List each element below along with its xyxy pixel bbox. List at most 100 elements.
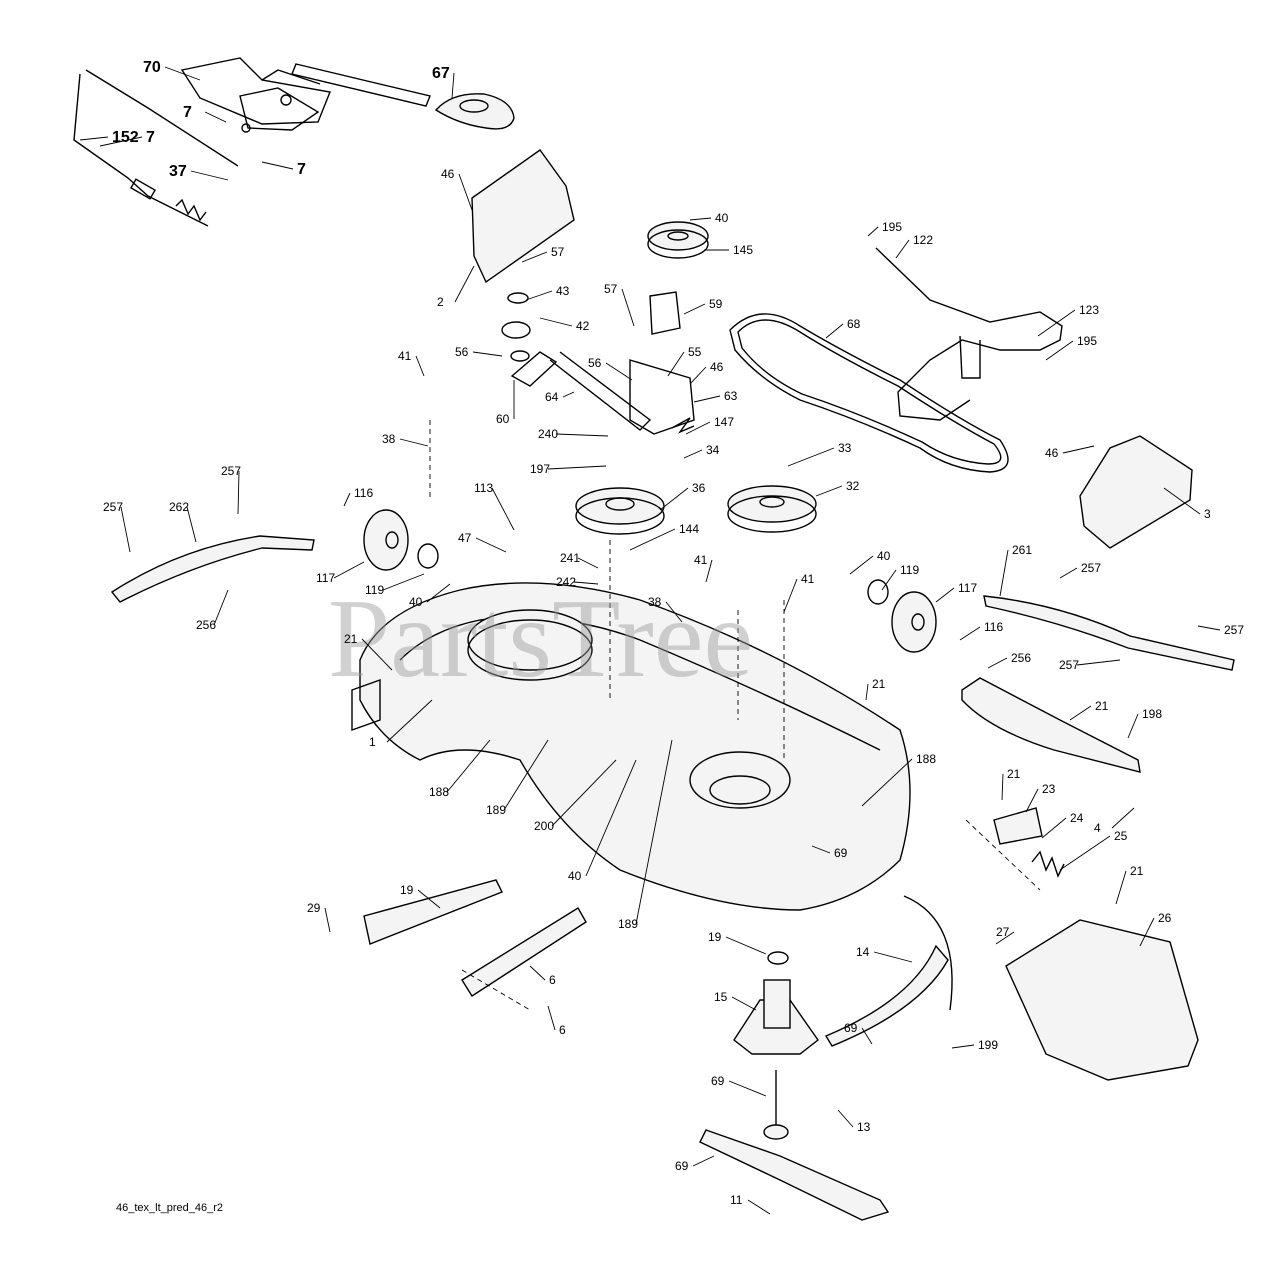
- callout-26: 26: [1158, 911, 1172, 925]
- leader-line-144: [629, 528, 676, 551]
- leader-line-42: [539, 317, 573, 327]
- callout-256: 256: [1011, 651, 1031, 665]
- leader-line-195: [867, 226, 879, 237]
- callout-46: 46: [441, 167, 455, 181]
- leader-line-43: [525, 290, 553, 301]
- callout-21: 21: [1007, 767, 1021, 781]
- callout-262: 262: [169, 500, 189, 514]
- callout-257: 257: [221, 464, 241, 478]
- leader-line-21: [1069, 705, 1092, 721]
- blade-shield: [824, 895, 953, 1047]
- callout-60: 60: [496, 412, 510, 426]
- idler-arm-parts: [501, 292, 695, 435]
- callout-21: 21: [344, 632, 358, 646]
- callout-197: 197: [530, 462, 550, 476]
- leader-line-7: [261, 161, 294, 170]
- callout-152: 152: [112, 129, 139, 146]
- belt-shield-left: [471, 149, 575, 284]
- callout-46: 46: [710, 360, 724, 374]
- callout-257: 257: [103, 500, 123, 514]
- callout-59: 59: [709, 297, 723, 311]
- callout-40: 40: [877, 549, 891, 563]
- callout-242: 242: [556, 575, 576, 589]
- callout-40: 40: [409, 595, 423, 609]
- callout-256: 256: [196, 618, 216, 632]
- leader-line-40: [849, 555, 874, 575]
- leader-line-40: [585, 759, 637, 877]
- leader-line-41: [783, 578, 798, 613]
- leader-line-69: [728, 1080, 767, 1097]
- callout-23: 23: [1042, 782, 1056, 796]
- callout-200: 200: [534, 819, 554, 833]
- callout-41: 41: [398, 349, 412, 363]
- leader-line-56: [605, 362, 633, 381]
- callout-41: 41: [801, 572, 815, 586]
- leader-line-257: [237, 470, 240, 515]
- callout-40: 40: [568, 869, 582, 883]
- callout-144: 144: [679, 522, 699, 536]
- callout-241: 241: [560, 551, 580, 565]
- callout-57: 57: [551, 245, 565, 259]
- leader-lines: [79, 66, 1221, 1215]
- leader-line-38: [665, 601, 683, 623]
- leader-line-69: [692, 1155, 715, 1167]
- leader-line-2: [454, 265, 475, 303]
- belt-shield-right: [1079, 435, 1193, 549]
- callout-119: 119: [900, 563, 919, 577]
- mower-deck-housing: [351, 582, 911, 911]
- callout-47: 47: [458, 531, 472, 545]
- callout-64: 64: [545, 390, 559, 404]
- leader-line-41: [415, 355, 425, 377]
- leader-line-34: [683, 449, 703, 459]
- leader-line-64: [562, 391, 575, 398]
- callout-19: 19: [400, 883, 414, 897]
- callout-67: 67: [432, 65, 450, 82]
- leader-line-189: [635, 739, 673, 925]
- callout-56: 56: [588, 356, 602, 370]
- callout-2: 2: [437, 295, 444, 309]
- callout-189: 189: [618, 917, 638, 931]
- leader-line-11: [747, 1199, 771, 1215]
- leader-line-70: [164, 66, 201, 81]
- leader-line-199: [951, 1044, 975, 1049]
- callout-24: 24: [1070, 811, 1084, 825]
- callout-113: 113: [474, 481, 493, 495]
- callout-63: 63: [724, 389, 738, 403]
- leader-line-119: [382, 573, 425, 591]
- leader-line-189: [503, 739, 549, 811]
- discharge-chute: [1005, 919, 1199, 1081]
- leader-line-257: [1197, 625, 1221, 631]
- callout-257: 257: [1224, 623, 1244, 637]
- lift-lever-assembly: [180, 57, 431, 133]
- leader-line-46: [689, 366, 707, 385]
- leader-line-6: [547, 1005, 556, 1031]
- leader-line-19: [725, 936, 767, 955]
- leader-line-46: [458, 173, 473, 211]
- gauge-wheels: [363, 509, 937, 653]
- callout-27: 27: [996, 925, 1010, 939]
- callout-240: 240: [538, 427, 558, 441]
- callout-198: 198: [1142, 707, 1162, 721]
- leader-line-198: [1127, 713, 1139, 739]
- leader-line-4: [1111, 807, 1135, 829]
- leader-line-241: [577, 557, 599, 569]
- leader-line-3: [1163, 487, 1201, 515]
- callout-117: 117: [958, 581, 977, 595]
- cable: [73, 69, 239, 227]
- leader-line-67: [451, 72, 455, 99]
- callout-116: 116: [984, 620, 1003, 634]
- mower-blade: [699, 1129, 890, 1221]
- callout-13: 13: [857, 1120, 871, 1134]
- callout-1: 1: [369, 735, 376, 749]
- callout-188: 188: [916, 752, 936, 766]
- leader-line-123: [1037, 309, 1076, 337]
- callout-43: 43: [556, 284, 570, 298]
- callout-261: 261: [1012, 543, 1032, 557]
- leader-line-147: [685, 421, 711, 435]
- leader-line-257: [120, 506, 131, 553]
- leader-line-19: [417, 889, 441, 909]
- callout-195: 195: [882, 220, 902, 234]
- deck-stabilizer-bars: [110, 535, 1235, 671]
- leader-line-240: [555, 433, 609, 437]
- leader-line-117: [935, 587, 955, 603]
